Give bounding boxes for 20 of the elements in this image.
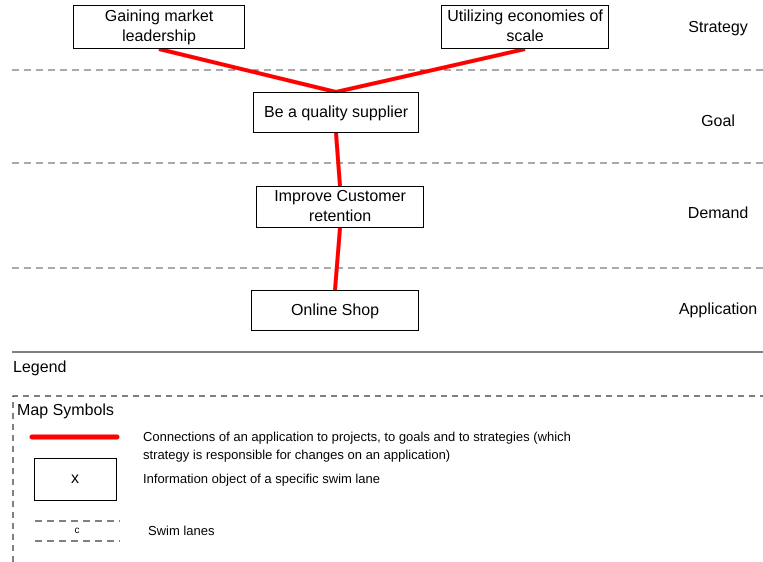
process-box: Online Shop [251,290,419,331]
connection-line [336,47,526,94]
legend-heading: Map Symbols [17,402,114,420]
legend-text: Information object of a specific swim lane [143,470,381,488]
process-box: Gaining market leadership [73,5,245,49]
legend-text: Swim lanes [148,522,216,540]
lane-title: Strategy [688,19,748,37]
process-box: Improve Customer retention [256,186,424,228]
lane-title: Demand [688,205,748,223]
process-box: Utilizing economies of scale [441,5,609,49]
connection-line [333,228,342,290]
lane-title: Goal [701,113,735,131]
legend-text: Connections of an application to projects, to goals and to strategies (which strategy is responsible for changes on an application) [143,428,572,464]
connection-line [334,132,342,186]
sample-text: x [71,470,79,488]
connection-line [158,47,336,94]
process-box: Be a quality supplier [253,92,419,133]
legend-title: Legend [13,359,66,377]
lane-title: Application [678,301,758,319]
sample-text: c [74,525,80,537]
